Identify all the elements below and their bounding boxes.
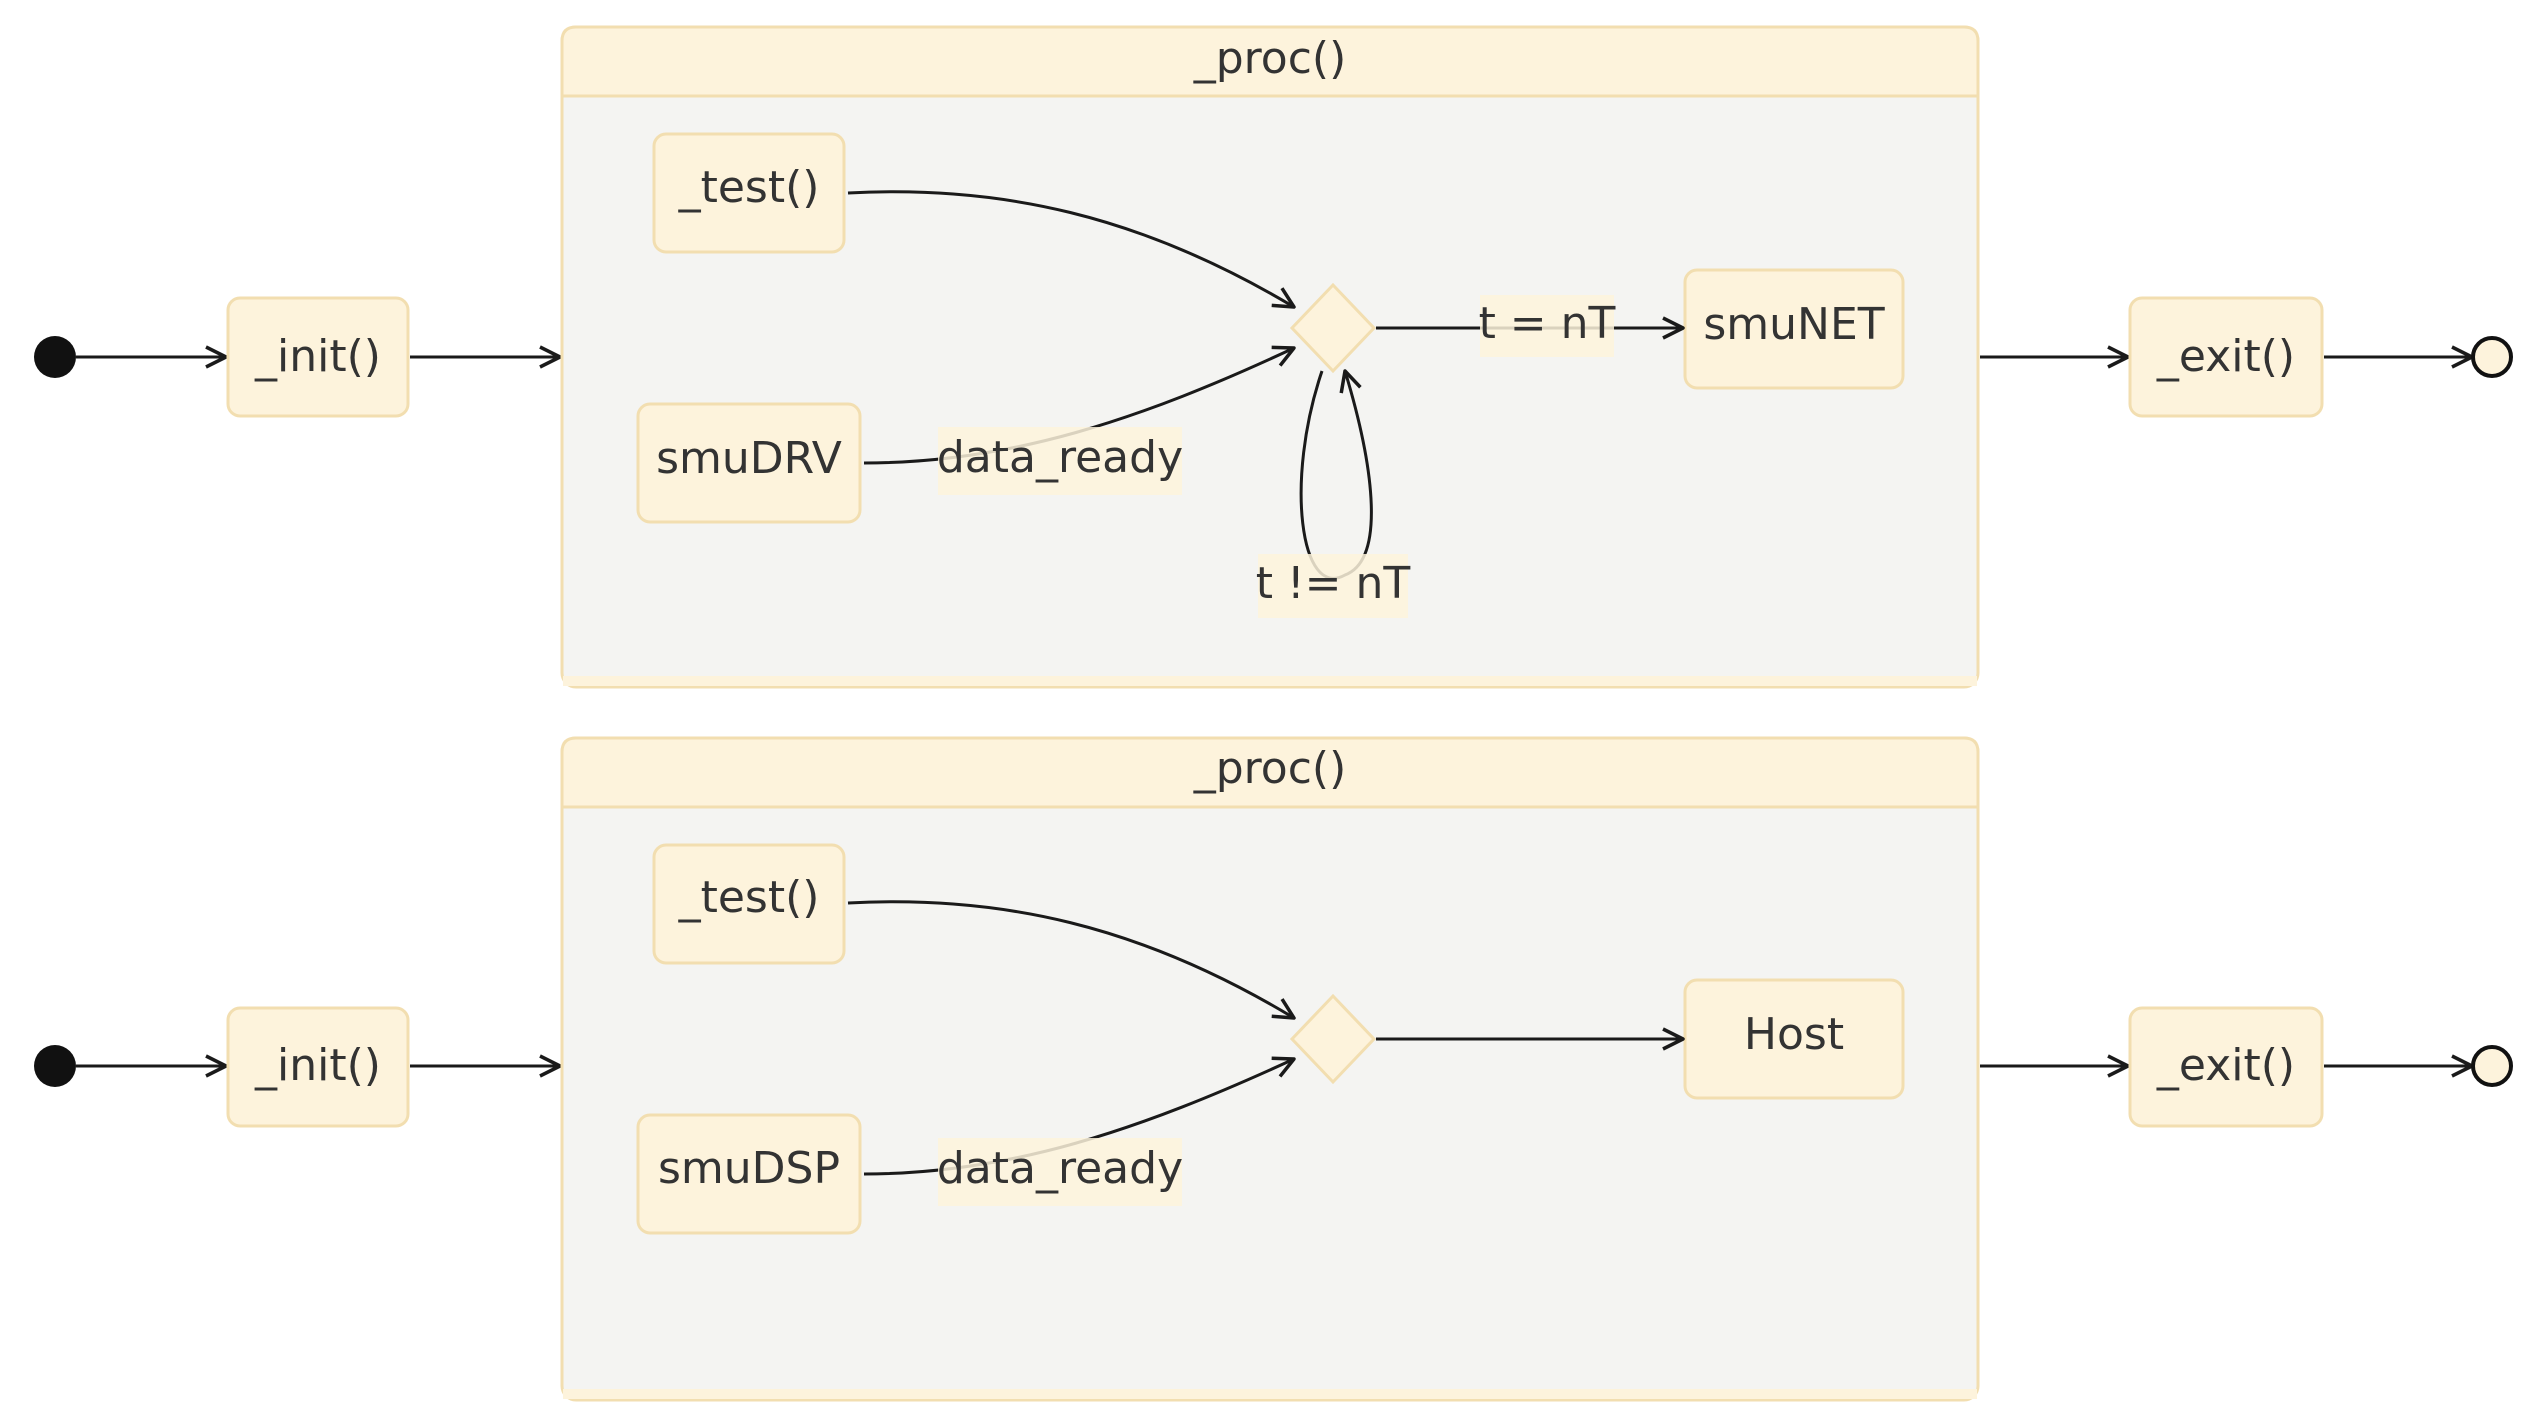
init-state-label: _init() bbox=[254, 331, 381, 382]
smudrv-state bbox=[636, 402, 862, 524]
init-state bbox=[226, 1006, 410, 1128]
exit-state-label: _exit() bbox=[2156, 331, 2295, 382]
edge-label-data-ready: data_ready bbox=[937, 432, 1183, 483]
choice-diamond bbox=[1289, 282, 1377, 374]
test-state bbox=[652, 843, 846, 965]
init-state bbox=[226, 296, 410, 418]
smudrv-state-label: smuDRV bbox=[656, 433, 842, 484]
test-state-label: _test() bbox=[678, 872, 820, 923]
proc-composite-header bbox=[560, 736, 1980, 809]
final-state-ring bbox=[2471, 336, 2513, 378]
edge-test-to-choice bbox=[847, 190, 1296, 309]
final-state-ring bbox=[2471, 1045, 2513, 1087]
init-state-label: _init() bbox=[254, 1040, 381, 1091]
state-machine-2: _init() _proc() _test() smuDSP Host data… bbox=[34, 736, 2513, 1402]
choice-diamond bbox=[1289, 993, 1377, 1085]
smudsp-state bbox=[636, 1113, 862, 1235]
test-state bbox=[652, 132, 846, 254]
initial-state-dot bbox=[34, 1045, 76, 1087]
initial-state-dot bbox=[34, 336, 76, 378]
edge-label-data-ready: data_ready bbox=[937, 1143, 1183, 1194]
proc-composite-title: _proc() bbox=[1193, 743, 1347, 794]
exit-state-label: _exit() bbox=[2156, 1040, 2295, 1091]
smudsp-state-label: smuDSP bbox=[658, 1143, 840, 1194]
smunet-state bbox=[1683, 268, 1905, 390]
exit-state bbox=[2128, 296, 2324, 418]
exit-state bbox=[2128, 1006, 2324, 1128]
edge-label-t-eq-nt: t = nT bbox=[1479, 298, 1616, 349]
test-state-label: _test() bbox=[678, 162, 820, 213]
smunet-state-label: smuNET bbox=[1703, 299, 1884, 350]
proc-composite-header bbox=[560, 25, 1980, 98]
edge-label-t-neq-nt: t != nT bbox=[1256, 558, 1411, 609]
host-state-label: Host bbox=[1744, 1009, 1844, 1060]
edge-test-to-choice bbox=[847, 900, 1296, 1020]
state-machine-1: _init() _proc() _test() smuDRV smuNET da… bbox=[34, 25, 2513, 689]
host-state bbox=[1683, 978, 1905, 1100]
proc-composite-title: _proc() bbox=[1193, 33, 1347, 84]
